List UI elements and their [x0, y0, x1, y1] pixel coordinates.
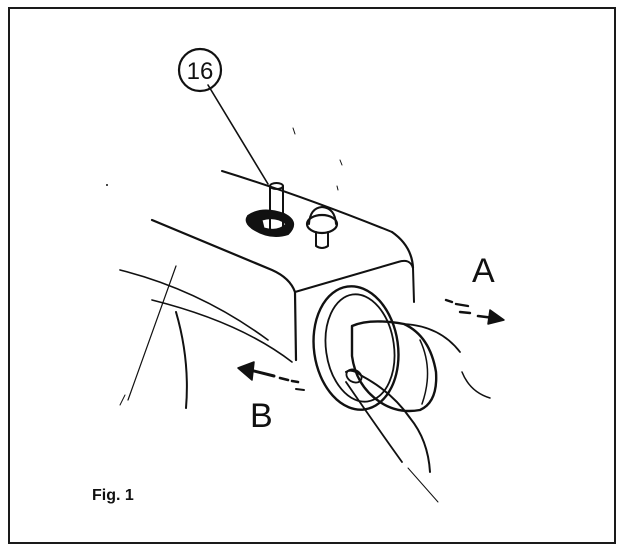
- finger-stray: [407, 467, 439, 503]
- speck-3: [336, 185, 339, 191]
- hand-back-line: [461, 371, 491, 399]
- top-surface-front-edge: [150, 218, 297, 294]
- arrow-b-dash-1: [278, 376, 290, 382]
- arrow-a-head: [487, 309, 505, 325]
- arm-curve: [175, 311, 188, 409]
- top-surface-back-edge: [221, 170, 393, 233]
- knob-shade: [419, 339, 429, 405]
- hand-upper-line: [403, 323, 461, 353]
- stray-line-left: [119, 394, 126, 406]
- thumb: [345, 369, 431, 473]
- arrow-a-dash-2: [454, 302, 470, 308]
- arrow-a-dash-3: [458, 310, 472, 315]
- figure-caption: Fig. 1: [92, 487, 134, 504]
- spindle-pin: [269, 185, 284, 235]
- stopper-cap: [305, 213, 339, 235]
- arrow-b-dash-3: [295, 388, 305, 391]
- handwheel-inner-rim: [324, 293, 396, 403]
- direction-label-b: B: [250, 397, 273, 435]
- handwheel-knob: [350, 320, 438, 413]
- front-left-edge: [293, 290, 298, 362]
- spindle-top: [269, 182, 284, 190]
- arrow-a-dash-1: [444, 298, 454, 304]
- direction-label-a: A: [472, 252, 495, 290]
- thumbnail: [345, 368, 363, 384]
- callout-circle: [177, 47, 223, 93]
- arm-line-thin: [127, 265, 177, 401]
- top-front-ridge: [294, 259, 414, 293]
- finger-lower-line: [345, 381, 403, 463]
- body-line-upper: [119, 269, 269, 341]
- arrow-b-shaft: [248, 368, 276, 378]
- speck-1: [292, 127, 296, 135]
- speck-2: [339, 159, 343, 166]
- body-line-lower: [151, 299, 293, 363]
- arrow-b-head: [237, 361, 255, 381]
- callout-number: 16: [187, 58, 214, 85]
- front-right-edge: [412, 267, 415, 303]
- arrow-b-dash-2: [290, 379, 300, 384]
- speck-4: [106, 184, 108, 186]
- stopper-dome: [308, 206, 337, 225]
- figure-frame: [8, 7, 616, 544]
- stopper-stem: [315, 231, 329, 249]
- top-right-corner: [390, 230, 415, 270]
- callout-leader: [207, 84, 269, 185]
